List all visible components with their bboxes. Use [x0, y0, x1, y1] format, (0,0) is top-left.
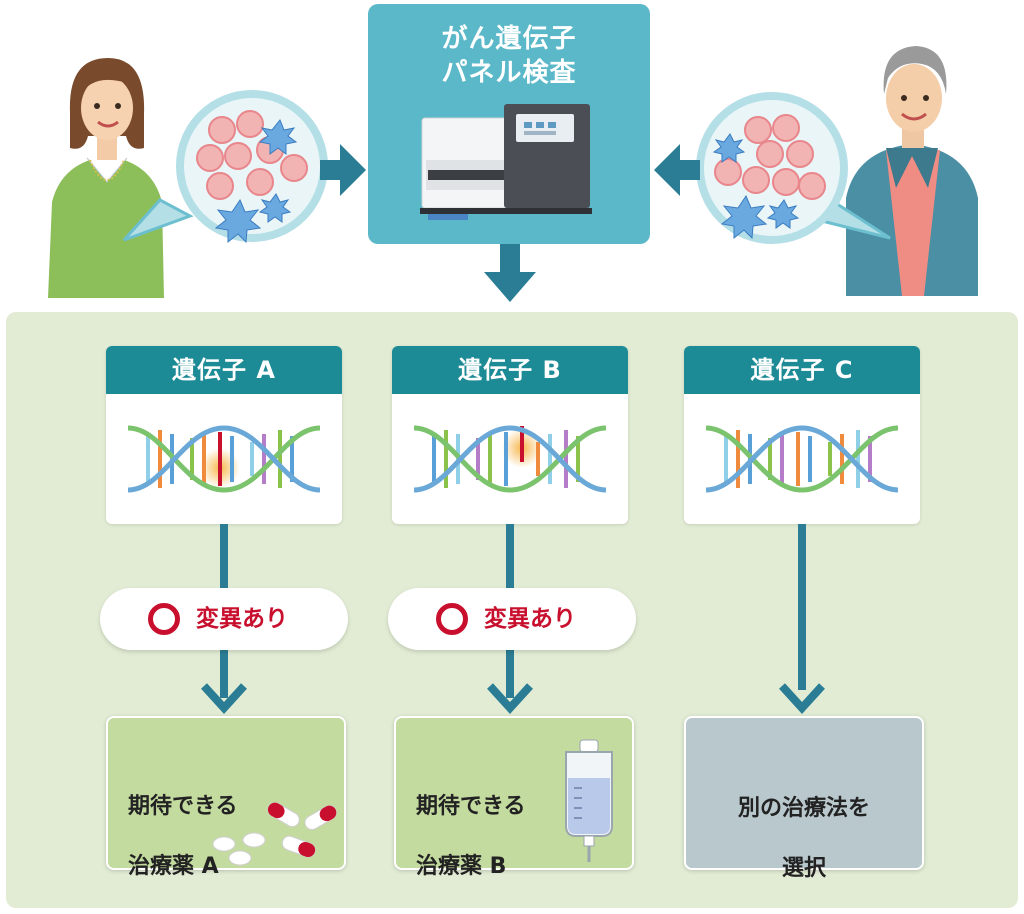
pills-icon: [212, 802, 337, 866]
connector-line: [506, 524, 514, 590]
connector-line: [220, 524, 228, 590]
mutation-badge-b: 変異あり: [388, 588, 636, 650]
title-line-2: パネル検査: [441, 58, 577, 88]
circle-mark-icon: [148, 603, 180, 635]
mutation-label: 変異あり: [196, 606, 288, 632]
left-cell-bubble: [122, 90, 328, 244]
gene-card-c: 遺伝子 C: [684, 346, 920, 524]
gene-card-b: 遺伝子 B: [392, 346, 628, 524]
arrow-right-icon: [320, 144, 366, 196]
right-cell-bubble: [696, 92, 891, 244]
woman-patient-icon: [48, 58, 164, 298]
cancer-cell-icon: [712, 133, 800, 240]
gene-card-a: 遺伝子 A: [106, 346, 342, 524]
mutation-label: 変異あり: [484, 606, 576, 632]
title-line-1: がん遺伝子: [441, 24, 577, 54]
arrow-down-icon: [779, 683, 825, 714]
result-box-a: 期待できる 治療薬 A: [106, 716, 346, 879]
result-text: 期待できる 治療薬 A: [128, 794, 238, 879]
normal-cell-icon: [714, 114, 826, 200]
arrow-down-icon: [201, 648, 247, 714]
arrow-down-icon: [484, 244, 536, 302]
sequencer-machine-icon: [420, 104, 592, 220]
gene-label: 遺伝子 A: [106, 346, 342, 394]
arrow-down-icon: [487, 648, 533, 714]
man-patient-icon: [846, 46, 978, 296]
arrow-left-icon: [654, 144, 700, 196]
circle-mark-icon: [436, 603, 468, 635]
connector-line: [798, 524, 806, 690]
result-box-b: 期待できる 治療薬 B: [394, 716, 634, 879]
dna-helix-icon: [413, 425, 607, 493]
panel-test-title: がん遺伝子 パネル検査: [368, 22, 650, 90]
iv-bag-icon: [565, 739, 613, 862]
dna-helix-icon: [127, 425, 321, 493]
cancer-cell-icon: [214, 119, 298, 244]
result-text: 別の治療法を 選択: [737, 796, 870, 881]
normal-cell-icon: [196, 110, 308, 200]
result-box-c: 別の治療法を 選択: [684, 716, 924, 881]
gene-label: 遺伝子 B: [392, 346, 628, 394]
gene-label: 遺伝子 C: [684, 346, 920, 394]
result-text: 期待できる 治療薬 B: [416, 794, 526, 879]
mutation-badge-a: 変異あり: [100, 588, 348, 650]
dna-helix-icon: [705, 425, 899, 493]
